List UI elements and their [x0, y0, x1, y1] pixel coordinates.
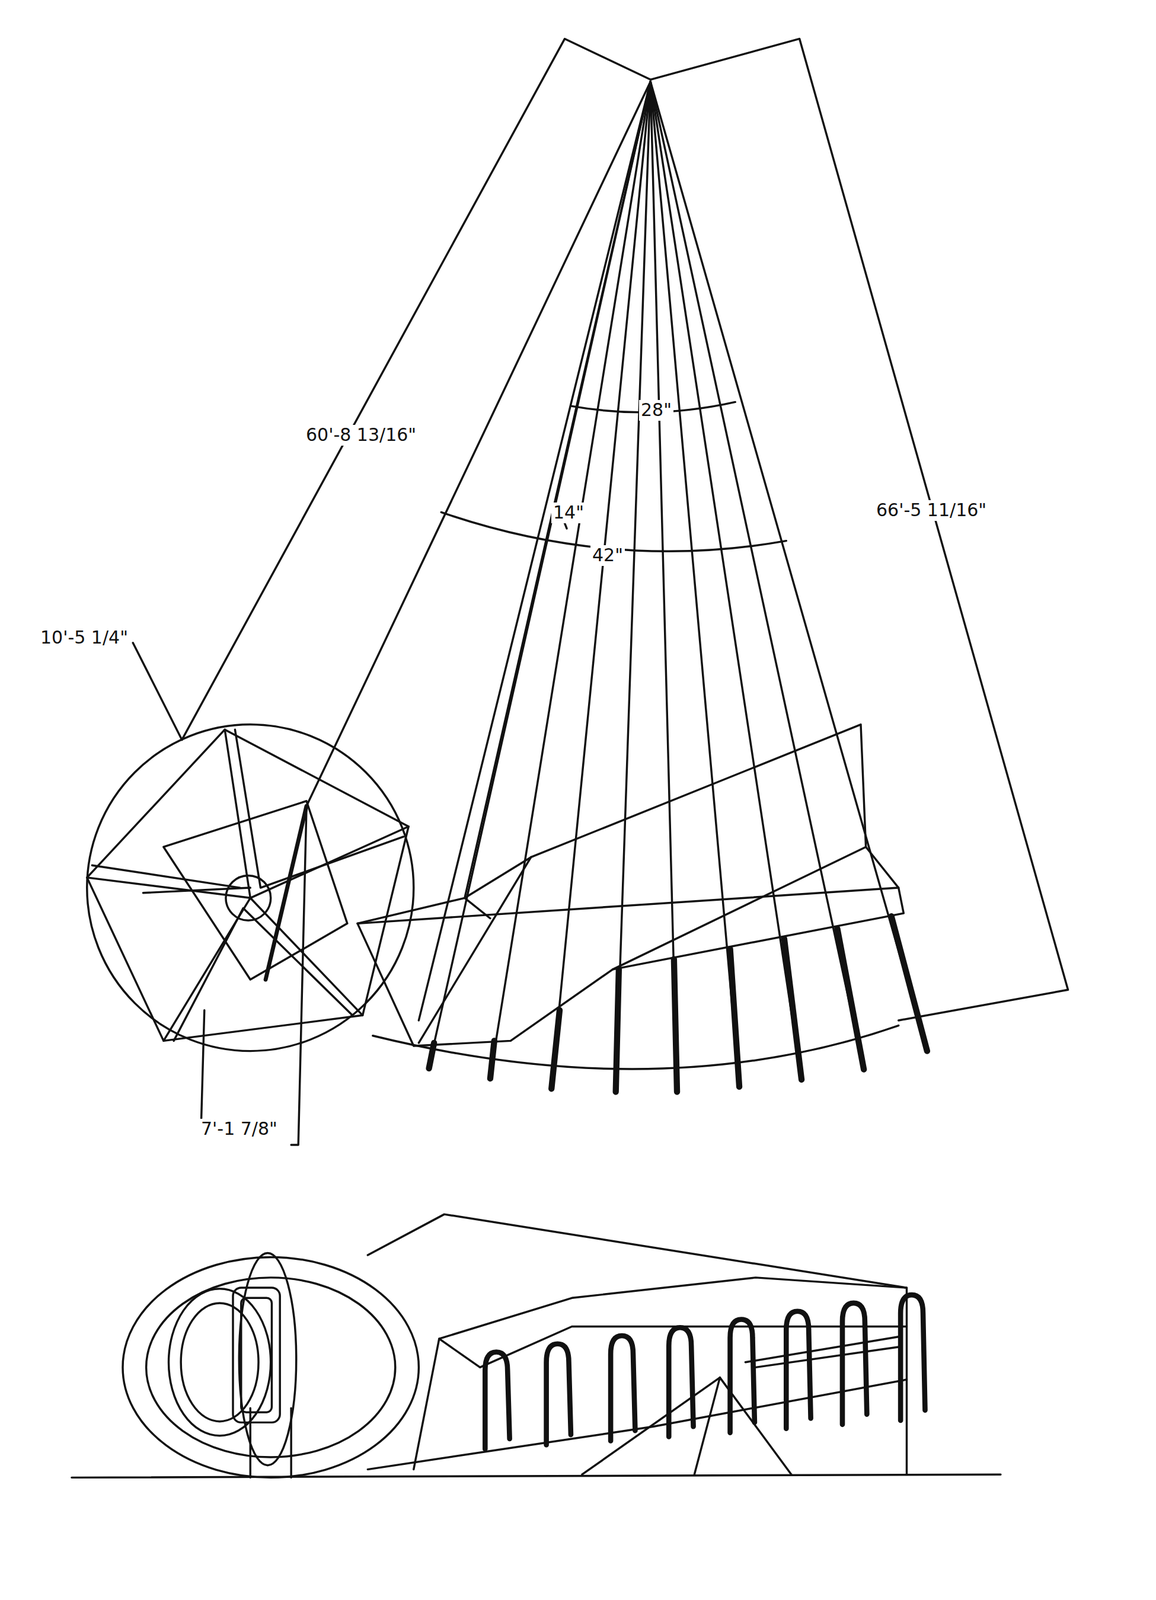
leader-line [201, 1010, 205, 1120]
arch-rib [610, 1336, 635, 1442]
rib-foot [784, 939, 802, 1081]
dimension-label: 66'-5 11/16" [874, 500, 989, 522]
fan-rib [418, 81, 651, 1021]
rib-foot [429, 1043, 435, 1069]
arch-rib [786, 1311, 811, 1430]
star-circle [87, 725, 414, 1052]
fan-rib [650, 81, 928, 1052]
elevation-view [71, 1214, 1001, 1478]
rib-foot [551, 1010, 560, 1090]
leader-line [132, 643, 182, 741]
dimension-label: 60'-8 13/16" [304, 425, 418, 446]
fan-outline [181, 38, 1069, 1021]
fan-rib [650, 81, 864, 1071]
fan-rib [490, 81, 651, 1078]
fan-rib [615, 81, 651, 1093]
leader-line [291, 808, 307, 1146]
fan-rib [650, 81, 802, 1081]
arch-rib [668, 1327, 694, 1437]
rib-foot [674, 959, 678, 1093]
fan-ribs [306, 81, 928, 1093]
fan-rib [429, 81, 651, 1068]
rib-foot [615, 969, 619, 1093]
rib-foot [891, 916, 928, 1052]
dimension-label: 10'-5 1/4" [38, 627, 130, 649]
pavilion-box [357, 725, 904, 1047]
arch-rib [484, 1352, 510, 1451]
arch-rib [730, 1319, 755, 1433]
arch-rib [842, 1303, 867, 1426]
base-arc [372, 1026, 899, 1070]
arch-rib [546, 1344, 571, 1446]
elevation-ribs [484, 1295, 925, 1450]
rib-foot [730, 949, 740, 1087]
rib-foot [837, 928, 864, 1071]
arch-rib [900, 1295, 925, 1421]
dimension-label: 28" [639, 400, 674, 421]
dimension-label: 14" [551, 502, 586, 524]
fan-rib [551, 81, 651, 1088]
dimension-label: 42" [590, 545, 625, 567]
dimension-label: 7'-1 7/8" [199, 1119, 280, 1140]
